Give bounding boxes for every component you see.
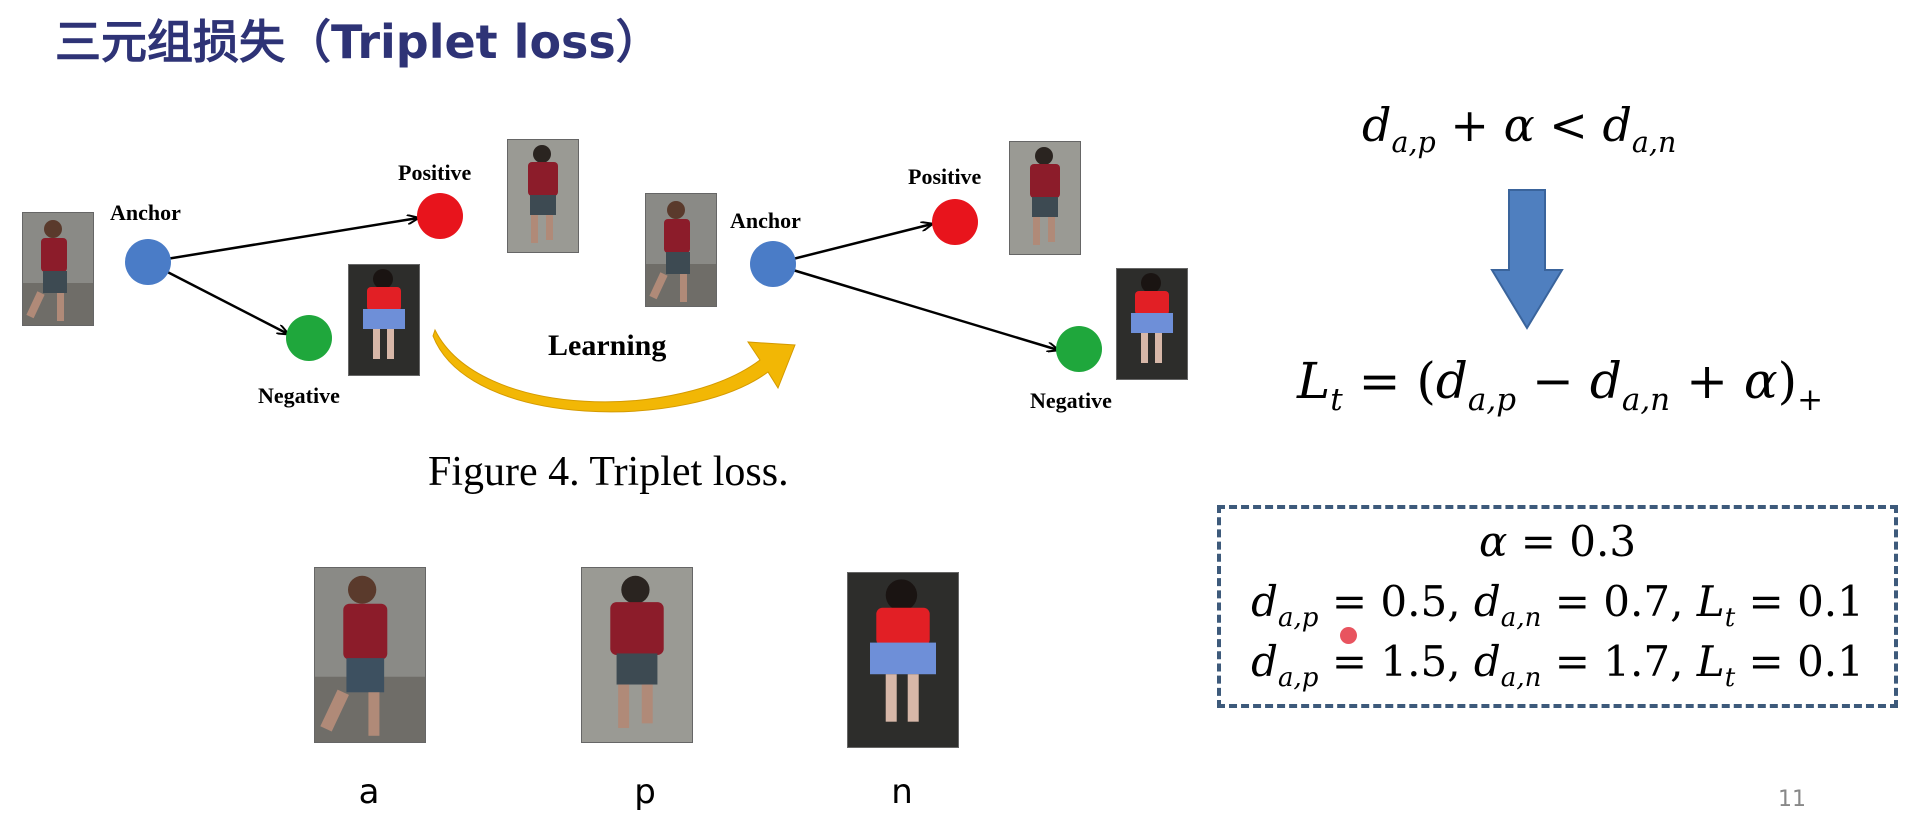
- example-row-2: da,p = 1.5, da,n = 1.7, Lt = 0.1: [1251, 637, 1864, 693]
- positive-node-left: [417, 193, 463, 239]
- negative-label-left: Negative: [258, 383, 340, 408]
- learning-arrow: [432, 328, 796, 413]
- negative-label-right: Negative: [1030, 388, 1112, 413]
- arrow-anchor-to-positive-right: [772, 224, 932, 266]
- sample-photo-p: [581, 567, 693, 743]
- anchor-node-left: [125, 239, 171, 285]
- sample-photo-a: [314, 567, 426, 743]
- anchor-label-right: Anchor: [730, 208, 801, 233]
- negative-node-right: [1056, 326, 1102, 372]
- down-arrow-icon: [1490, 189, 1564, 330]
- anchor-label-left: Anchor: [110, 200, 181, 225]
- negative-photo-right: [1116, 268, 1188, 380]
- anchor-photo-left: [22, 212, 94, 326]
- sample-label-a: a: [358, 772, 380, 812]
- positive-label-left: Positive: [398, 160, 472, 185]
- anchor-photo-right: [645, 193, 717, 307]
- arrow-anchor-to-negative-right: [772, 262, 1058, 350]
- sample-label-p: p: [634, 772, 656, 812]
- page-number: 11: [1778, 787, 1806, 812]
- alpha-value-line: α = 0.3: [1478, 517, 1637, 566]
- negative-photo-left: [348, 264, 420, 376]
- example-box: α = 0.3 da,p = 0.5, da,n = 0.7, Lt = 0.1…: [1217, 505, 1898, 708]
- example-row-1: da,p = 0.5, da,n = 0.7, Lt = 0.1: [1251, 577, 1864, 633]
- anchor-node-right: [750, 241, 796, 287]
- constraint-formula: da,p + α < da,n: [1362, 98, 1677, 159]
- sample-label-n: n: [891, 772, 913, 812]
- positive-node-right: [932, 199, 978, 245]
- arrow-anchor-to-negative-left: [147, 260, 288, 334]
- pointer-dot: [1340, 627, 1357, 644]
- positive-photo-right: [1009, 141, 1081, 255]
- arrow-anchor-to-positive-left: [147, 218, 418, 264]
- positive-label-right: Positive: [908, 164, 982, 189]
- learning-label: Learning: [548, 329, 666, 362]
- sample-photo-n: [847, 572, 959, 748]
- loss-formula: Lt = (da,p − da,n + α)+: [1297, 352, 1824, 418]
- figure-caption: Figure 4. Triplet loss.: [428, 449, 789, 495]
- positive-photo-left: [507, 139, 579, 253]
- negative-node-left: [286, 315, 332, 361]
- slide-title: 三元组损失（Triplet loss）: [55, 15, 662, 69]
